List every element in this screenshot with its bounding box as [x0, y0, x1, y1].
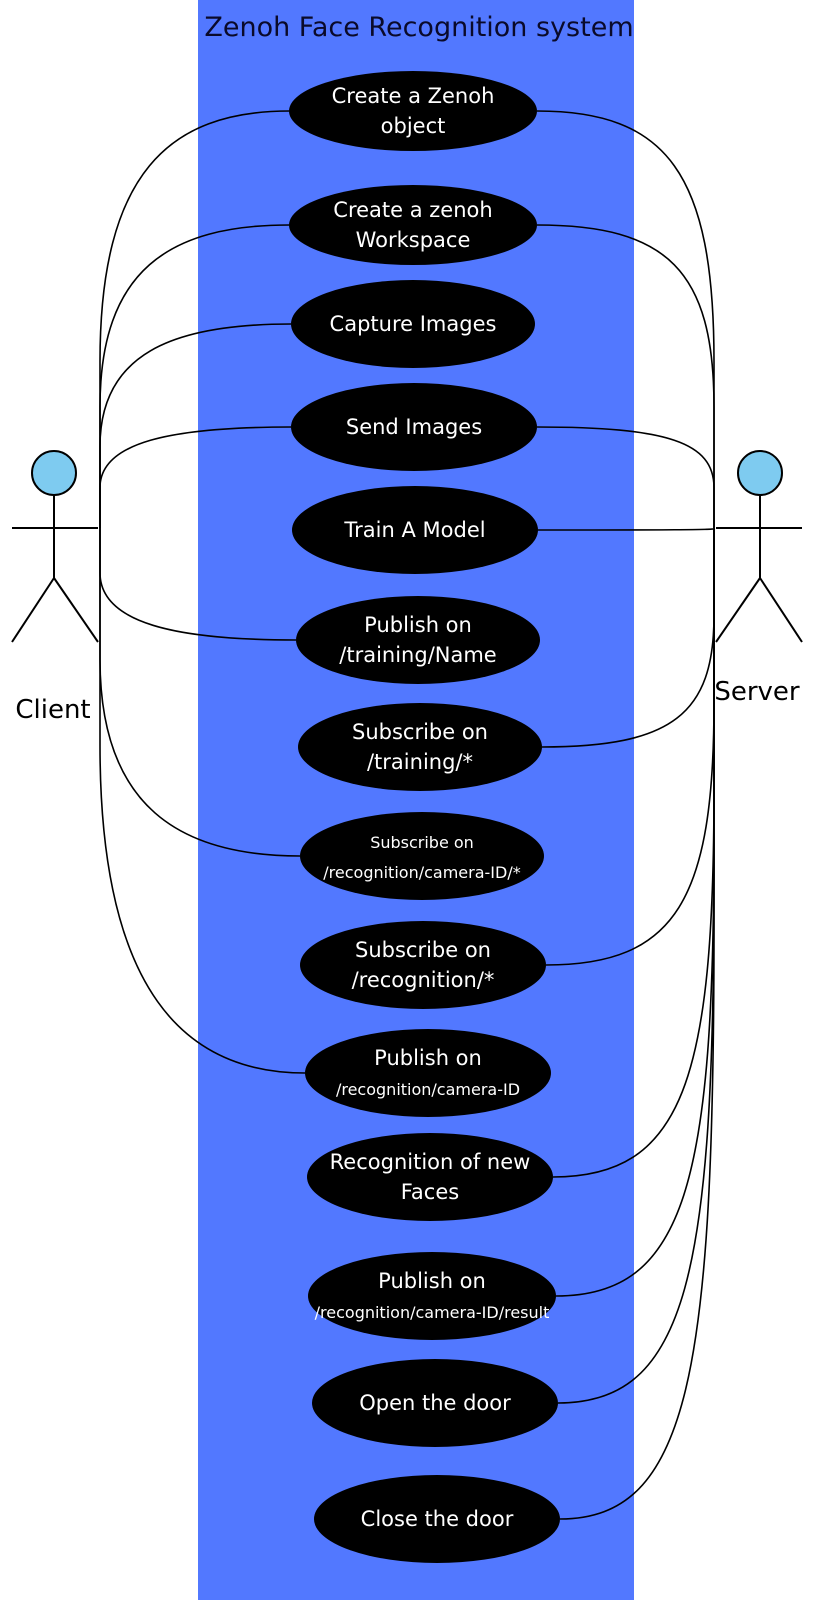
- server-head: [737, 450, 783, 496]
- client-connector-create-a-zenoh-object: [99, 110, 290, 528]
- server-actor: Server: [714, 450, 803, 707]
- server-connector-subscribe-on-training: [541, 528, 715, 748]
- use-case-ellipse: [291, 383, 537, 471]
- server-connector-publish-on-recognition-camera-id-result: [555, 528, 715, 1297]
- server-connector-subscribe-on-recognition: [545, 528, 715, 966]
- server-connector-send-images: [536, 426, 715, 528]
- client-connector-publish-on-training-name: [99, 528, 297, 641]
- use-case-ellipse: [291, 280, 535, 368]
- use-case-label-line: Create a zenoh: [333, 198, 492, 222]
- server-connector-recognition-of-new-faces: [552, 528, 715, 1178]
- use-case-label-line: Subscribe on: [352, 720, 488, 744]
- use-case-label-line: /recognition/camera-ID: [336, 1080, 520, 1099]
- use-case-publish-on-recognition-camera-id: Publish on/recognition/camera-ID: [305, 1029, 551, 1117]
- use-case-label-line: /recognition/camera-ID/*: [323, 863, 520, 882]
- connectors: [99, 110, 715, 1520]
- use-case-subscribe-on-recognition: Subscribe on/recognition/*: [300, 921, 546, 1009]
- server-left-leg: [715, 577, 761, 643]
- use-case-capture-images: Capture Images: [291, 280, 535, 368]
- use-case-label-line: Recognition of new: [330, 1150, 531, 1174]
- use-case-ellipse: [308, 1252, 556, 1340]
- client-right-leg: [53, 577, 99, 643]
- use-case-ellipse: [300, 921, 546, 1009]
- use-case-label-line: Train A Model: [343, 518, 485, 542]
- use-case-train-a-model: Train A Model: [292, 486, 538, 574]
- use-case-label-line: Create a Zenoh: [332, 84, 495, 108]
- use-case-ellipse: [305, 1029, 551, 1117]
- server-right-leg: [759, 577, 803, 643]
- client-connector-capture-images: [99, 323, 292, 528]
- client-left-leg: [11, 577, 55, 643]
- use-case-close-the-door: Close the door: [314, 1475, 560, 1563]
- use-case-ellipse: [289, 185, 537, 265]
- use-case-ellipse: [307, 1133, 553, 1221]
- use-case-ellipse: [312, 1359, 558, 1447]
- use-case-publish-on-recognition-camera-id-result: Publish on/recognition/camera-ID/result: [308, 1252, 556, 1340]
- use-case-label-line: /recognition/camera-ID/result: [315, 1303, 550, 1322]
- use-case-label-line: Open the door: [359, 1391, 511, 1415]
- use-case-subscribe-on-training: Subscribe on/training/*: [298, 703, 542, 791]
- use-case-label-line: Close the door: [361, 1507, 514, 1531]
- server-connector-create-a-zenoh-workspace: [536, 224, 715, 528]
- use-case-label-line: /recognition/*: [352, 968, 495, 992]
- client-label: Client: [15, 695, 90, 725]
- server-label: Server: [714, 677, 800, 707]
- use-case-label-line: Publish on: [374, 1046, 482, 1070]
- use-case-label-line: object: [381, 114, 446, 138]
- use-case-ellipse: [298, 703, 542, 791]
- use-case-subscribe-on-recognition-camera-id: Subscribe on/recognition/camera-ID/*: [300, 812, 544, 900]
- client-head: [31, 450, 77, 496]
- server-connector-close-the-door: [559, 528, 715, 1520]
- use-case-label-line: Publish on: [364, 613, 472, 637]
- use-case-publish-on-training-name: Publish on/training/Name: [296, 596, 540, 684]
- use-case-label-line: Workspace: [356, 228, 471, 252]
- client-connector-send-images: [99, 426, 292, 528]
- use-case-ellipse: [289, 71, 537, 151]
- use-case-label-line: /training/Name: [339, 643, 496, 667]
- use-case-ellipse: [314, 1475, 560, 1563]
- client-actor: Client: [11, 450, 99, 725]
- use-case-send-images: Send Images: [291, 383, 537, 471]
- use-case-label-line: /training/*: [367, 750, 473, 774]
- client-connector-create-a-zenoh-workspace: [99, 224, 290, 528]
- use-case-label-line: Publish on: [378, 1269, 486, 1293]
- client-connector-subscribe-on-recognition-camera-id: [99, 528, 301, 857]
- use-case-create-a-zenoh-object: Create a Zenoh object: [289, 71, 537, 151]
- system-title: Zenoh Face Recognition system: [204, 12, 633, 43]
- use-case-ellipse: [300, 812, 544, 900]
- use-case-open-the-door: Open the door: [312, 1359, 558, 1447]
- server-connector-create-a-zenoh-object: [536, 110, 715, 528]
- use-case-label-line: Capture Images: [330, 312, 497, 336]
- client-connector-publish-on-recognition-camera-id: [99, 528, 306, 1074]
- use-case-label-line: Subscribe on: [355, 938, 491, 962]
- use-case-label-line: Faces: [401, 1180, 459, 1204]
- use-case-ellipse: [292, 486, 538, 574]
- use-case-label-line: Send Images: [346, 415, 482, 439]
- use-case-ellipse: [296, 596, 540, 684]
- use-case-label-line: Subscribe on: [370, 833, 474, 852]
